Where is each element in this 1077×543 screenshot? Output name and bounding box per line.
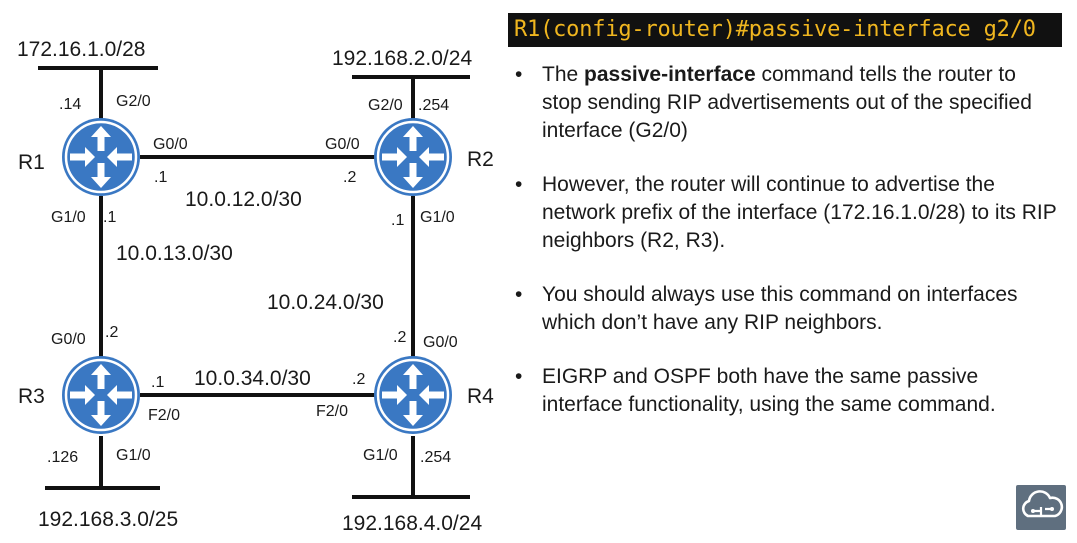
iface-r3-g00-ip: .2	[105, 324, 118, 341]
bullet-item: • You should always use this command on …	[515, 281, 1060, 337]
iface-r4-g10: G1/0	[363, 447, 398, 464]
bullet-item: • The passive-interface command tells th…	[515, 61, 1060, 145]
network-r3-lan: 192.168.3.0/25	[38, 508, 178, 531]
router-label-r3: R3	[18, 385, 45, 408]
iface-r2-g00-ip: .2	[343, 169, 356, 186]
iface-r3-g10-ip: .126	[47, 449, 78, 466]
bullet-item: • EIGRP and OSPF both have the same pass…	[515, 363, 1060, 419]
iface-r1-g10: G1/0	[51, 209, 86, 226]
network-r3-r4: 10.0.34.0/30	[194, 367, 311, 390]
bullet-text: However, the router will continue to adv…	[542, 173, 1057, 252]
bullet-symbol: •	[515, 63, 523, 86]
iface-r4-g10-ip: .254	[420, 449, 451, 466]
router-label-r1: R1	[18, 151, 45, 174]
iface-r4-f20-ip: .2	[352, 371, 365, 388]
network-r1-r2: 10.0.12.0/30	[185, 188, 302, 211]
network-r4-lan: 192.168.4.0/24	[342, 512, 482, 535]
router-r2-icon	[374, 118, 452, 196]
bullet-text: You should always use this command on in…	[542, 283, 1018, 334]
bullet-text: EIGRP and OSPF both have the same passiv…	[542, 365, 996, 416]
cloud-logo-icon	[1016, 485, 1066, 530]
iface-r3-g10: G1/0	[116, 447, 151, 464]
iface-r4-f20: F2/0	[316, 403, 348, 420]
bullet-text: The	[542, 63, 585, 86]
iface-r2-g20-ip: .254	[418, 97, 449, 114]
iface-r3-f20-ip: .1	[151, 374, 164, 391]
router-r1-icon	[62, 118, 140, 196]
iface-r1-g00-ip: .1	[154, 169, 167, 186]
iface-r3-f20: F2/0	[148, 407, 180, 424]
iface-r1-g20-ip: .14	[59, 96, 81, 113]
iface-r3-g00: G0/0	[51, 331, 86, 348]
router-label-r4: R4	[467, 385, 494, 408]
bullet-list: • The passive-interface command tells th…	[515, 61, 1060, 445]
network-r1-lan: 172.16.1.0/28	[17, 38, 145, 61]
iface-r4-g00-ip: .2	[393, 329, 406, 346]
iface-r2-g00: G0/0	[325, 136, 360, 153]
command-line: R1(config-router)#passive-interface g2/0	[508, 13, 1062, 47]
bullet-symbol: •	[515, 173, 523, 196]
iface-r2-g20: G2/0	[368, 97, 403, 114]
iface-r4-g00: G0/0	[423, 334, 458, 351]
router-label-r2: R2	[467, 148, 494, 171]
router-r3-icon	[62, 356, 140, 434]
iface-r1-g10-ip: .1	[103, 209, 116, 226]
iface-r1-g20: G2/0	[116, 93, 151, 110]
iface-r2-g10: G1/0	[420, 209, 455, 226]
bullet-symbol: •	[515, 365, 523, 388]
bullet-item: • However, the router will continue to a…	[515, 171, 1060, 255]
router-r4-icon	[374, 356, 452, 434]
network-r1-r3: 10.0.13.0/30	[116, 242, 233, 265]
bullet-symbol: •	[515, 283, 523, 306]
network-r2-lan: 192.168.2.0/24	[332, 47, 472, 70]
bullet-text: command tells the router to stop sending…	[542, 63, 1032, 142]
bullet-bold-text: passive-interface	[584, 63, 756, 86]
network-r2-r4: 10.0.24.0/30	[267, 291, 384, 314]
iface-r2-g10-ip: .1	[391, 212, 404, 229]
iface-r1-g00: G0/0	[153, 136, 188, 153]
